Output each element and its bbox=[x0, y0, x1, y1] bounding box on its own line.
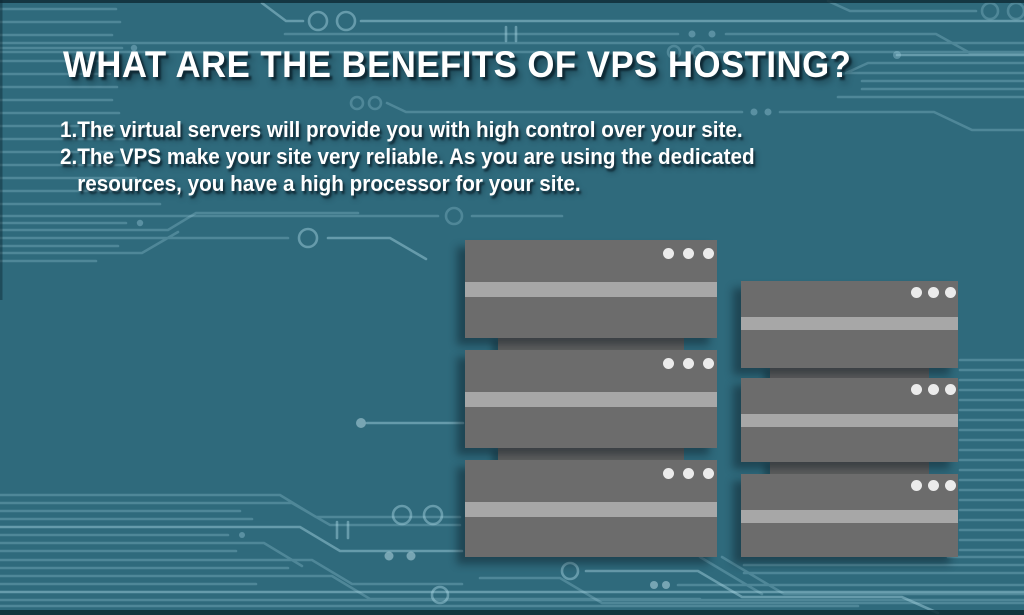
led-dot-icon bbox=[928, 480, 939, 491]
led-dot-icon bbox=[663, 358, 674, 369]
led-dot-icon bbox=[683, 468, 694, 479]
led-dot-icon bbox=[945, 287, 956, 298]
server-stripe bbox=[741, 510, 958, 523]
led-dot-icon bbox=[663, 248, 674, 259]
server-stack-left bbox=[465, 240, 717, 557]
server-leds bbox=[663, 358, 714, 369]
text-line: The virtual servers will provide you wit… bbox=[77, 117, 743, 142]
server-stripe bbox=[465, 502, 717, 517]
server-stripe bbox=[465, 282, 717, 297]
text-line: The VPS make your site very reliable. As… bbox=[77, 144, 755, 169]
server-stack-right bbox=[741, 281, 958, 557]
server-leds bbox=[911, 480, 956, 491]
list-item: 1. The virtual servers will provide you … bbox=[60, 116, 755, 143]
led-dot-icon bbox=[911, 287, 922, 298]
led-dot-icon bbox=[663, 468, 674, 479]
server-leds bbox=[663, 468, 714, 479]
server-unit bbox=[741, 281, 958, 368]
list-item: 2. The VPS make your site very reliable.… bbox=[60, 143, 755, 197]
list-item-number: 2. bbox=[60, 144, 78, 169]
led-dot-icon bbox=[945, 384, 956, 395]
led-dot-icon bbox=[928, 384, 939, 395]
server-connector bbox=[770, 366, 929, 380]
led-dot-icon bbox=[683, 248, 694, 259]
server-unit bbox=[465, 460, 717, 557]
led-dot-icon bbox=[703, 248, 714, 259]
led-dot-icon bbox=[928, 287, 939, 298]
server-connector bbox=[498, 446, 684, 462]
led-dot-icon bbox=[703, 468, 714, 479]
server-unit bbox=[465, 240, 717, 338]
led-dot-icon bbox=[683, 358, 694, 369]
led-dot-icon bbox=[911, 384, 922, 395]
server-leds bbox=[663, 248, 714, 259]
led-dot-icon bbox=[945, 480, 956, 491]
list-item-text: The virtual servers will provide you wit… bbox=[77, 116, 742, 143]
led-dot-icon bbox=[911, 480, 922, 491]
benefits-list: 1. The virtual servers will provide you … bbox=[60, 116, 755, 197]
server-unit bbox=[741, 378, 958, 462]
server-stripe bbox=[741, 317, 958, 330]
server-unit bbox=[465, 350, 717, 448]
server-unit bbox=[741, 474, 958, 557]
server-leds bbox=[911, 287, 956, 298]
server-connector bbox=[498, 336, 684, 352]
list-item-number: 1. bbox=[60, 117, 78, 142]
list-item-text: The VPS make your site very reliable. As… bbox=[77, 143, 754, 197]
text-line: resources, you have a high processor for… bbox=[77, 171, 581, 196]
server-stripe bbox=[465, 392, 717, 407]
page-title: WHAT ARE THE BENEFITS OF VPS HOSTING? bbox=[63, 44, 852, 85]
server-connector bbox=[770, 460, 929, 476]
server-stripe bbox=[741, 414, 958, 427]
led-dot-icon bbox=[703, 358, 714, 369]
server-leds bbox=[911, 384, 956, 395]
